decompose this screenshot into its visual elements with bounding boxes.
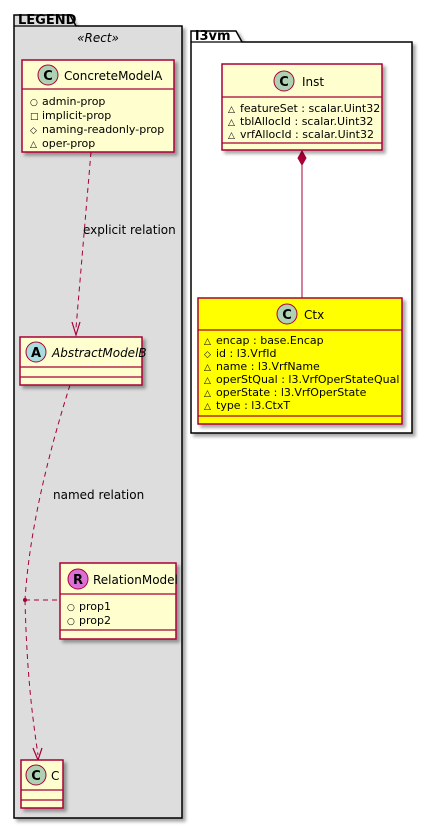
class-name: C xyxy=(51,769,59,783)
edge-explicit-relation: explicit relation xyxy=(71,151,176,338)
class-member: prop1 xyxy=(79,600,111,613)
class-glyph-letter: C xyxy=(279,75,289,90)
class-glyph-letter: R xyxy=(73,573,83,588)
package-legend-stereotype: «Rect» xyxy=(77,31,119,45)
class-member: naming-readonly-prop xyxy=(42,123,164,136)
edge-composition-inst-ctx xyxy=(297,149,307,298)
class-member: implicit-prop xyxy=(42,109,111,122)
class-inst[interactable]: C Inst △ featureSet : scalar.Uint32 △ tb… xyxy=(221,63,383,151)
edge-named-relation: named relation xyxy=(23,384,144,762)
class-member: vrfAllocId : scalar.Uint32 xyxy=(240,128,374,141)
class-concrete-model-a[interactable]: C ConcreteModelA ○ admin-prop □ implicit… xyxy=(21,59,175,153)
package-legend-title: LEGEND xyxy=(18,13,77,28)
class-glyph-icon xyxy=(273,70,295,92)
class-glyph-icon xyxy=(276,303,298,325)
relation-glyph-icon xyxy=(67,568,89,590)
class-member: oper-prop xyxy=(42,137,95,150)
visibility-icon: △ xyxy=(204,389,211,399)
class-glyph-letter: A xyxy=(31,346,41,361)
class-member: operStQual : l3.VrfOperStateQual xyxy=(216,373,399,386)
class-member: encap : base.Encap xyxy=(216,334,324,347)
abstract-glyph-icon xyxy=(25,341,47,363)
class-member: operState : l3.VrfOperState xyxy=(216,386,367,399)
class-glyph-icon xyxy=(25,764,47,786)
class-relation-model[interactable]: R RelationModel ○ prop1 ○ prop2 xyxy=(59,562,178,640)
class-member: featureSet : scalar.Uint32 xyxy=(240,102,380,115)
visibility-icon: △ xyxy=(204,376,211,386)
class-name: Inst xyxy=(302,75,324,89)
visibility-icon: △ xyxy=(204,402,211,412)
visibility-icon: △ xyxy=(204,363,211,373)
class-name: Ctx xyxy=(304,308,324,322)
class-ctx[interactable]: C Ctx △ encap : base.Encap ◇ id : l3.Vrf… xyxy=(197,297,403,425)
visibility-icon: ◇ xyxy=(30,126,37,136)
edge-named-label: named relation xyxy=(53,488,144,502)
visibility-icon: ○ xyxy=(67,617,75,627)
class-member: type : l3.CtxT xyxy=(216,399,290,412)
class-abstract-model-b[interactable]: A AbstractModelB xyxy=(19,336,147,386)
class-c[interactable]: C C xyxy=(20,759,64,809)
class-name: ConcreteModelA xyxy=(64,69,163,83)
visibility-icon: △ xyxy=(30,140,37,150)
visibility-icon: ○ xyxy=(30,98,38,108)
visibility-icon: □ xyxy=(30,112,39,122)
class-glyph-letter: C xyxy=(31,769,41,784)
visibility-icon: △ xyxy=(228,105,235,115)
visibility-icon: △ xyxy=(204,337,211,347)
class-glyph-letter: C xyxy=(282,308,292,323)
class-member: tblAllocId : scalar.Uint32 xyxy=(240,115,373,128)
class-glyph-icon xyxy=(37,64,59,86)
class-member: admin-prop xyxy=(42,95,105,108)
class-member: name : l3.VrfName xyxy=(216,360,320,373)
class-name: RelationModel xyxy=(93,573,178,587)
class-member: prop2 xyxy=(79,614,111,627)
visibility-icon: ◇ xyxy=(204,350,211,360)
class-member: id : l3.VrfId xyxy=(216,347,276,360)
visibility-icon: ○ xyxy=(67,603,75,613)
class-glyph-letter: C xyxy=(43,69,53,84)
package-l3vm-title: l3vm xyxy=(195,29,231,44)
visibility-icon: △ xyxy=(228,131,235,141)
class-name: AbstractModelB xyxy=(51,346,147,360)
visibility-icon: △ xyxy=(228,118,235,128)
edge-explicit-label: explicit relation xyxy=(83,223,176,237)
